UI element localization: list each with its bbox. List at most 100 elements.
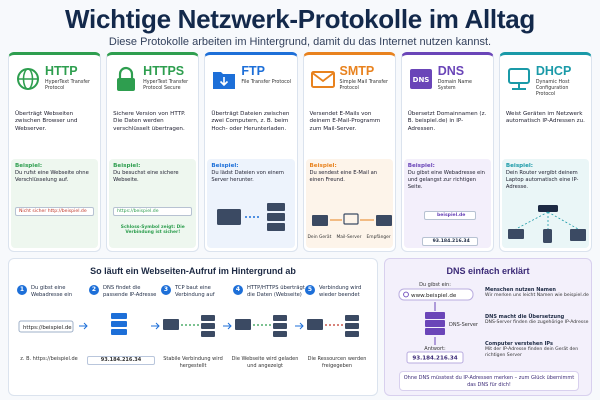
envelope-icon (310, 71, 335, 88)
dns-item-text: DNS-Server finden die zugehörige IP-Adre… (485, 320, 589, 325)
example-text: Du sendest eine E-Mail an einen Freund. (309, 170, 378, 183)
example-label: Beispiel: (15, 163, 43, 169)
dns-explainer-title: DNS einfach erklärt (446, 266, 530, 276)
protocol-full-name: HyperText Transfer Protocol (45, 80, 90, 91)
example-text: Du besuchst eine sichere Webseite. (113, 170, 179, 183)
step-text: Verbindung wird wieder beendet (319, 285, 362, 298)
server-icon (111, 329, 127, 335)
server-icon (273, 315, 287, 321)
dns-note: Ohne DNS müsstest du IP-Adressen merken … (399, 371, 579, 391)
server-icon (345, 315, 359, 321)
protocol-full-name: Simple Mail Transfer Protocol (339, 80, 388, 91)
example-label: Beispiel: (309, 163, 337, 169)
browser-address-bar: https://beispiel.de (113, 207, 193, 216)
protocol-example: Beispiel: Du lädst Dateien von einem Ser… (207, 159, 295, 248)
address-bar (18, 320, 74, 333)
dns-explainer-diagram: Du gibst ein: www.beispiel.de DNS-Server… (398, 282, 479, 364)
protocol-full-name: HyperText Transfer Protocol Secure (143, 80, 189, 91)
protocol-card-http: HTTP HyperText Transfer Protocol Überträ… (8, 52, 102, 252)
example-text: Du gibst eine Webadresse ein und gelangs… (407, 170, 485, 190)
step-caption: z. B. https://beispiel.de (20, 356, 78, 362)
step-text: DNS findet die passende IP-Adresse (103, 285, 157, 298)
example-label: Beispiel: (407, 163, 435, 169)
arrow-right-icon (223, 322, 232, 330)
protocol-name: SMTP (339, 64, 375, 78)
server-icon (273, 323, 287, 329)
server-icon (345, 323, 359, 329)
example-label: Beispiel: (211, 163, 239, 169)
step-text: HTTP/HTTPS überträgt die Daten (Webseite… (247, 285, 305, 298)
step-caption: Stabile Verbindung wird hergestellt (163, 356, 223, 369)
computer-icon (235, 319, 251, 330)
protocol-full-name: Dynamic Host Configuration Protocol (535, 80, 570, 97)
dns-input-label: Du gibst ein: (419, 282, 451, 288)
globe-icon (17, 68, 39, 90)
mail-route-label: Mail-Server (336, 235, 362, 240)
server-icon (273, 331, 287, 337)
dns-input-text: www.beispiel.de (411, 293, 457, 299)
dns-explainer-panel: DNS einfach erklärt Du gibst ein: www.be… (384, 258, 592, 396)
mail-route-label: Dein Gerät (307, 235, 332, 240)
arrow-right-icon (151, 322, 160, 330)
dns-explainer-item: Menschen nutzen Namen Wir merken uns lei… (485, 287, 589, 299)
step-number: 3 (161, 285, 171, 295)
protocol-name: FTP (241, 64, 265, 78)
protocol-name: DNS (437, 64, 465, 78)
lock-icon (117, 66, 136, 91)
dns-ip-example: 93.184.216.34 (421, 237, 478, 246)
protocol-example: Beispiel: Du rufst eine Webseite ohne Ve… (11, 159, 99, 248)
dns-answer-label: Antwort: (424, 346, 446, 352)
dhcp-network-illustration (507, 205, 586, 243)
step-caption: 93.184.216.34 (87, 356, 155, 365)
dns-explainer-item: Computer verstehen IPs Mit der IP-Adress… (485, 341, 589, 359)
step-text: Du gibst eine Webadresse ein (31, 285, 73, 298)
server-icon (111, 321, 127, 327)
protocol-name: HTTP (45, 64, 78, 78)
page-subtitle: Diese Protokolle arbeiten im Hintergrund… (108, 36, 492, 48)
dns-server-label: DNS-Server (449, 322, 479, 328)
security-note: Schloss-Symbol zeigt: Die Verbindung ist… (120, 225, 185, 235)
protocol-example: Beispiel: Du sendest eine E-Mail an eine… (305, 159, 393, 248)
server-icon (201, 331, 215, 337)
dns-item-text: Wir merken uns leicht Namen wie beispiel… (485, 293, 589, 298)
protocol-card-https: HTTPS HyperText Transfer Protocol Secure… (106, 52, 200, 252)
server-icon (111, 313, 127, 319)
server-icon (201, 323, 215, 329)
protocol-card-smtp: SMTP Simple Mail Transfer Protocol Verse… (302, 52, 396, 252)
computer-icon (163, 319, 179, 330)
protocol-cards: HTTP HyperText Transfer Protocol Überträ… (8, 52, 593, 252)
example-text: Dein Router vergibt deinem Laptop automa… (505, 170, 579, 190)
example-text: Du lädst Dateien von einem Server herunt… (211, 170, 284, 183)
dns-item-title: Computer verstehen IPs (485, 341, 553, 347)
example-text: Du rufst eine Webseite ohne Verschlüssel… (15, 170, 89, 183)
step-number: 5 (305, 285, 315, 295)
protocol-example: Beispiel: Dein Router vergibt deinem Lap… (501, 159, 590, 248)
step-text: TCP baut eine Verbindung auf (175, 285, 215, 298)
server-icon (201, 315, 215, 321)
protocol-full-name: File Transfer Protocol (241, 80, 292, 85)
dns-answer-text: 93.184.216.34 (412, 356, 457, 362)
address-bar-text: https://beispiel.de (23, 325, 72, 331)
protocol-example: Beispiel: Du gibst eine Webadresse ein u… (403, 159, 491, 248)
step-caption: Die Ressourcen werden freigegeben (307, 356, 367, 369)
dns-item-title: DNS macht die Übersetzung (485, 314, 565, 320)
flow-panel: So läuft ein Webseiten-Aufruf im Hinterg… (8, 258, 378, 396)
server-icon (345, 331, 359, 337)
folder-icon (213, 72, 236, 89)
dns-icon: DNS (409, 69, 432, 89)
example-label: Beispiel: (505, 163, 534, 169)
protocol-card-dns: DNS DNS Domain Name System Übersetzt Dom… (400, 52, 494, 252)
flow-title: So läuft ein Webseiten-Aufruf im Hinterg… (90, 266, 296, 276)
file-transfer-illustration (217, 203, 286, 231)
mail-route-illustration (311, 213, 392, 226)
step-number: 4 (233, 285, 243, 295)
protocol-description: Sichere Version von HTTP. Die Daten werd… (113, 111, 186, 132)
computer-icon (307, 319, 323, 330)
flow-diagram: https://beispiel.de (18, 313, 359, 337)
mail-route-label: Empfänger (366, 235, 391, 240)
step-number: 2 (89, 285, 99, 295)
step-number: 1 (17, 285, 27, 295)
protocol-full-name: Domain Name System (437, 80, 472, 91)
arrow-right-icon (79, 322, 88, 330)
protocol-card-dhcp: DHCP Dynamic Host Configuration Protocol… (498, 52, 593, 252)
